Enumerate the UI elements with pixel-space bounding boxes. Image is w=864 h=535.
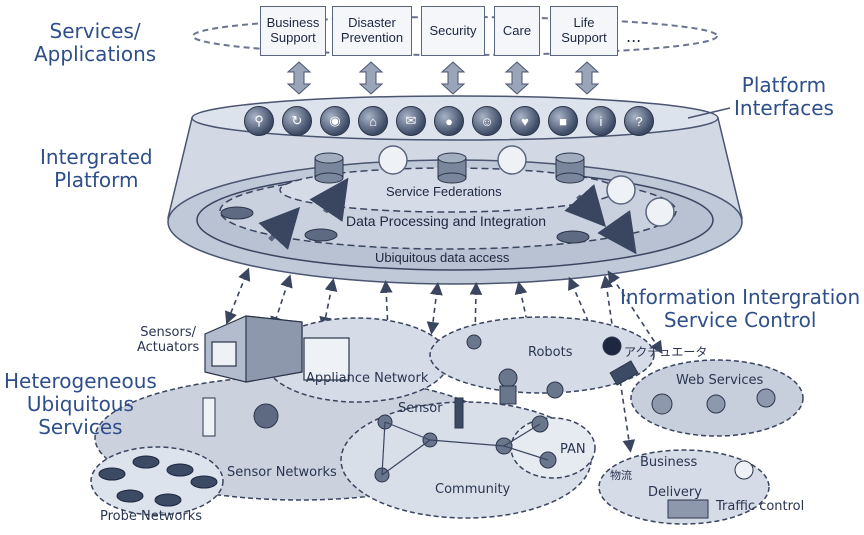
services-more: ... xyxy=(626,27,642,46)
database-icons xyxy=(314,152,585,184)
ring-label-ubiquitous-access: Ubiquitous data access xyxy=(375,250,510,265)
service-box-line: Business xyxy=(266,15,320,31)
sensors-actuators-line2: Actuators xyxy=(137,339,200,355)
info-integration-label: Information Intergration Service Control xyxy=(620,286,860,332)
business-label: Business xyxy=(640,455,698,470)
service-box-line: Prevention xyxy=(340,30,404,45)
service-box-line: Support xyxy=(270,30,316,45)
logistics-jp-label: 物流 xyxy=(610,469,632,482)
router-icons xyxy=(220,206,590,244)
service-connector-arrows xyxy=(286,61,600,95)
robots-label: Robots xyxy=(528,345,573,360)
sensor-networks-label: Sensor Networks xyxy=(227,465,337,480)
refresh-icon: ↻ xyxy=(282,106,312,136)
delivery-label: Delivery xyxy=(648,485,702,500)
ring-label-service-federations: Service Federations xyxy=(386,184,502,199)
help-icon: ? xyxy=(624,106,654,136)
service-box-line: Security xyxy=(429,22,477,38)
heart-icon: ♥ xyxy=(510,106,540,136)
services-applications-label: Services/ Applications xyxy=(34,20,156,66)
globe-icon: ● xyxy=(434,106,464,136)
integrated-platform-line2: Platform xyxy=(54,168,139,192)
sensors-actuators-device xyxy=(204,315,350,383)
services-label-line1: Services/ xyxy=(49,19,141,43)
service-box-line: Care xyxy=(502,22,532,38)
info-integration-line1: Information Intergration xyxy=(620,285,861,309)
ring-label-data-processing: Data Processing and Integration xyxy=(346,213,547,229)
platform-interfaces-label: Platform Interfaces xyxy=(734,74,834,120)
platform-interfaces-line1: Platform xyxy=(741,73,827,97)
camera-icon: ◉ xyxy=(320,106,350,136)
service-box-line: Disaster xyxy=(348,15,396,31)
integrated-platform-line1: Intergrated xyxy=(40,145,153,169)
actuator-jp-label: アクチュエータ xyxy=(624,345,708,359)
services-label-line2: Applications xyxy=(34,42,157,66)
search-icon: ⚲ xyxy=(244,106,274,136)
heterogeneous-line1: Heterogeneous xyxy=(4,369,157,393)
integrated-platform-label: Intergrated Platform xyxy=(40,146,153,192)
sensors-actuators-label: Sensors/ Actuators xyxy=(137,325,200,356)
probe-network-vehicles xyxy=(98,455,218,507)
traffic-control-label: Traffic control xyxy=(716,499,805,514)
interfaces-pointer xyxy=(687,107,731,119)
heterogeneous-line2: Ubiquitous xyxy=(26,392,134,416)
mail-icon: ✉ xyxy=(396,106,426,136)
cluster-device-glyphs xyxy=(202,334,776,519)
community-label: Community xyxy=(435,482,511,497)
heterogeneous-line3: Services xyxy=(38,415,123,439)
sensors-actuators-line1: Sensors/ xyxy=(140,325,196,340)
web-services-label: Web Services xyxy=(676,373,764,388)
sync-icons xyxy=(378,145,675,227)
probe-networks-label: Probe Networks xyxy=(100,509,203,524)
community-links xyxy=(381,421,549,476)
info-integration-line2: Service Control xyxy=(663,308,817,332)
home-icon: ⌂ xyxy=(358,106,388,136)
appliance-network-label: Appliance Network xyxy=(306,371,429,386)
platform-interfaces-line2: Interfaces xyxy=(734,96,834,120)
service-box-security: Security xyxy=(421,6,485,56)
pan-label: PAN xyxy=(560,442,586,457)
service-box-line: Life xyxy=(573,15,595,31)
info-icon: i xyxy=(586,106,616,136)
lock-icon: ■ xyxy=(548,106,578,136)
heterogeneous-services-label: Heterogeneous Ubiquitous Services xyxy=(4,370,157,439)
service-box-line: Support xyxy=(561,30,607,45)
service-box-care: Care xyxy=(494,6,540,56)
people-icon: ☺ xyxy=(472,106,502,136)
platform-flow-arrows xyxy=(258,177,637,255)
service-clusters xyxy=(90,316,804,525)
sensor-label: Sensor xyxy=(398,401,443,416)
